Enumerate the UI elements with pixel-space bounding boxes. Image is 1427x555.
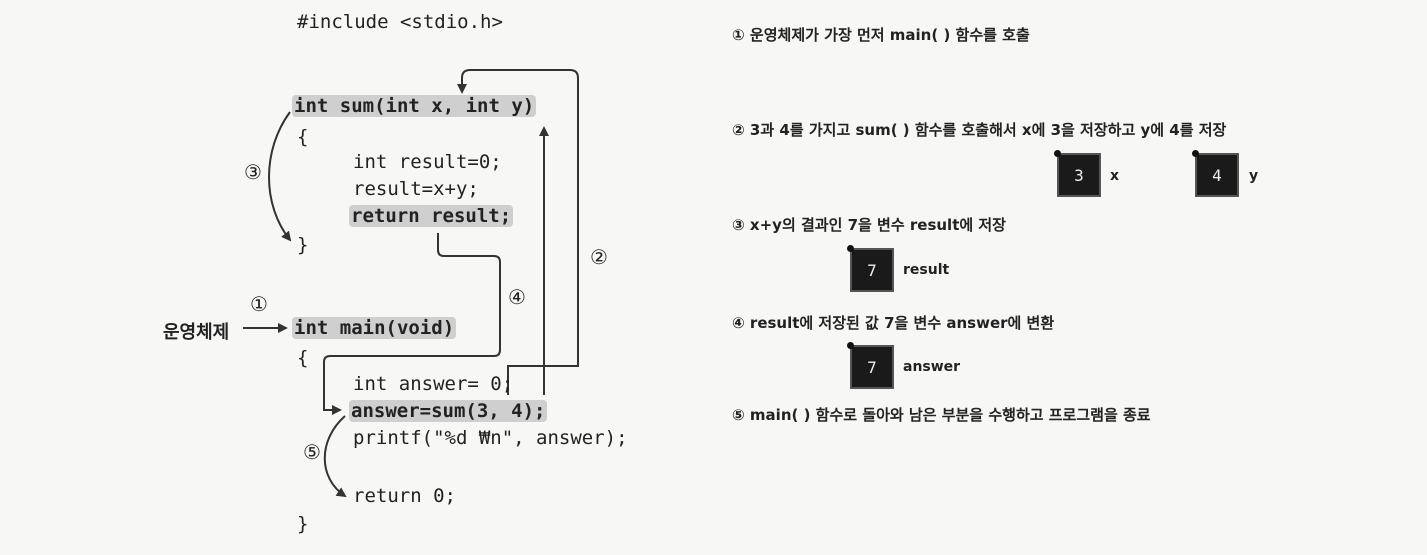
var-result-label: result: [903, 262, 950, 278]
code-brace-close-sum: }: [297, 234, 309, 256]
decl-answer-left: int answer=: [353, 373, 479, 395]
code-return-result: return result;: [349, 204, 514, 228]
step-3-text: ③ x+y의 결과인 7을 변수 result에 저장: [732, 216, 1006, 234]
step-1-text: ① 운영체제가 가장 먼저 main( ) 함수를 호출: [732, 26, 1030, 44]
var-x-box: 3: [1054, 150, 1101, 197]
code-brace-open-main: {: [297, 347, 309, 369]
code-decl-result: int result=0;: [353, 151, 502, 173]
main-signature-highlight: int main(void): [292, 317, 457, 339]
var-result-box: 7: [847, 245, 894, 292]
step3-arrow: [268, 111, 292, 242]
step-5-text: ⑤ main( ) 함수로 돌아와 남은 부분을 수행하고 프로그램을 종료: [732, 406, 1151, 424]
code-sum-signature: int sum(int x, int y): [292, 94, 537, 118]
step-2-text: ② 3과 4를 가지고 sum( ) 함수를 호출해서 x에 3을 저장하고 y…: [732, 121, 1227, 139]
step-4-text: ④ result에 저장된 값 7을 변수 answer에 변환: [732, 314, 1055, 332]
code-brace-close-main: }: [297, 513, 309, 535]
os-label: 운영체제: [163, 322, 230, 343]
step5-arrow: [323, 415, 347, 498]
code-brace-open-sum: {: [297, 126, 309, 148]
marker-four: ④: [508, 285, 526, 309]
call-sum-highlight: answer=sum(3, 4);: [349, 400, 548, 422]
return-result-highlight: return result;: [349, 205, 514, 227]
code-main-signature: int main(void): [292, 316, 457, 340]
var-y-box: 4: [1192, 150, 1239, 197]
code-decl-answer: int answer= 0;: [353, 372, 513, 396]
marker-three: ③: [244, 160, 262, 184]
marker-five: ⑤: [303, 440, 321, 464]
code-return-zero: return 0;: [353, 485, 456, 507]
step2-arrow-x: [457, 69, 579, 395]
code-call-sum: answer=sum(3, 4);: [349, 399, 548, 423]
decl-answer-right: 0;: [490, 373, 514, 395]
marker-two: ②: [590, 245, 608, 269]
code-include: #include <stdio.h>: [297, 11, 503, 33]
marker-one: ①: [250, 292, 268, 316]
var-y-label: y: [1249, 168, 1259, 184]
step4-arrow: [323, 233, 501, 415]
var-answer-box: 7: [847, 342, 894, 389]
var-x-label: x: [1110, 168, 1120, 184]
var-answer-label: answer: [903, 359, 961, 375]
code-printf: printf("%d ₩n", answer);: [353, 427, 628, 449]
code-assign-result: result=x+y;: [353, 178, 479, 200]
sum-signature-highlight: int sum(int x, int y): [292, 95, 537, 117]
